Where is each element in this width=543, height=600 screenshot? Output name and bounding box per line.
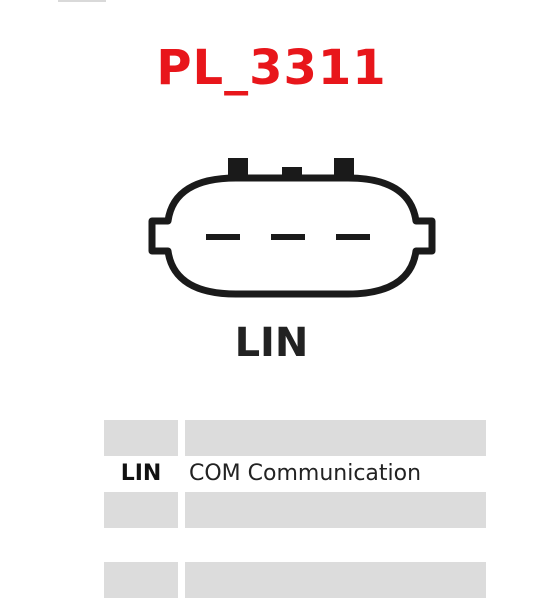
pin-name-cell: [104, 492, 178, 528]
pin-name-cell: [104, 562, 178, 598]
connector-diagram: [148, 158, 436, 298]
pin-slot-3: [336, 234, 370, 240]
table-row: [104, 562, 486, 598]
pin-slot-2: [271, 234, 305, 240]
part-number-title: PL_3311: [156, 40, 387, 96]
pin-description-cell: [185, 420, 486, 456]
table-row: [104, 528, 486, 564]
table-row: [104, 420, 486, 456]
pin-name-cell: [104, 420, 178, 456]
pin-description-cell: [185, 562, 486, 598]
table-row: LIN COM Communication: [104, 455, 486, 491]
pin-name-cell: [104, 528, 178, 564]
pin-slot-1: [206, 234, 240, 240]
pin-description-cell: [185, 492, 486, 528]
connector-label: LIN: [234, 320, 309, 366]
table-row: [104, 492, 486, 528]
pin-description-cell: [185, 528, 486, 564]
pin-name-cell: LIN: [120, 460, 162, 486]
connector-pins: [206, 234, 370, 240]
top-edge-mark: [58, 0, 106, 2]
pin-description-cell: COM Communication: [189, 460, 422, 486]
